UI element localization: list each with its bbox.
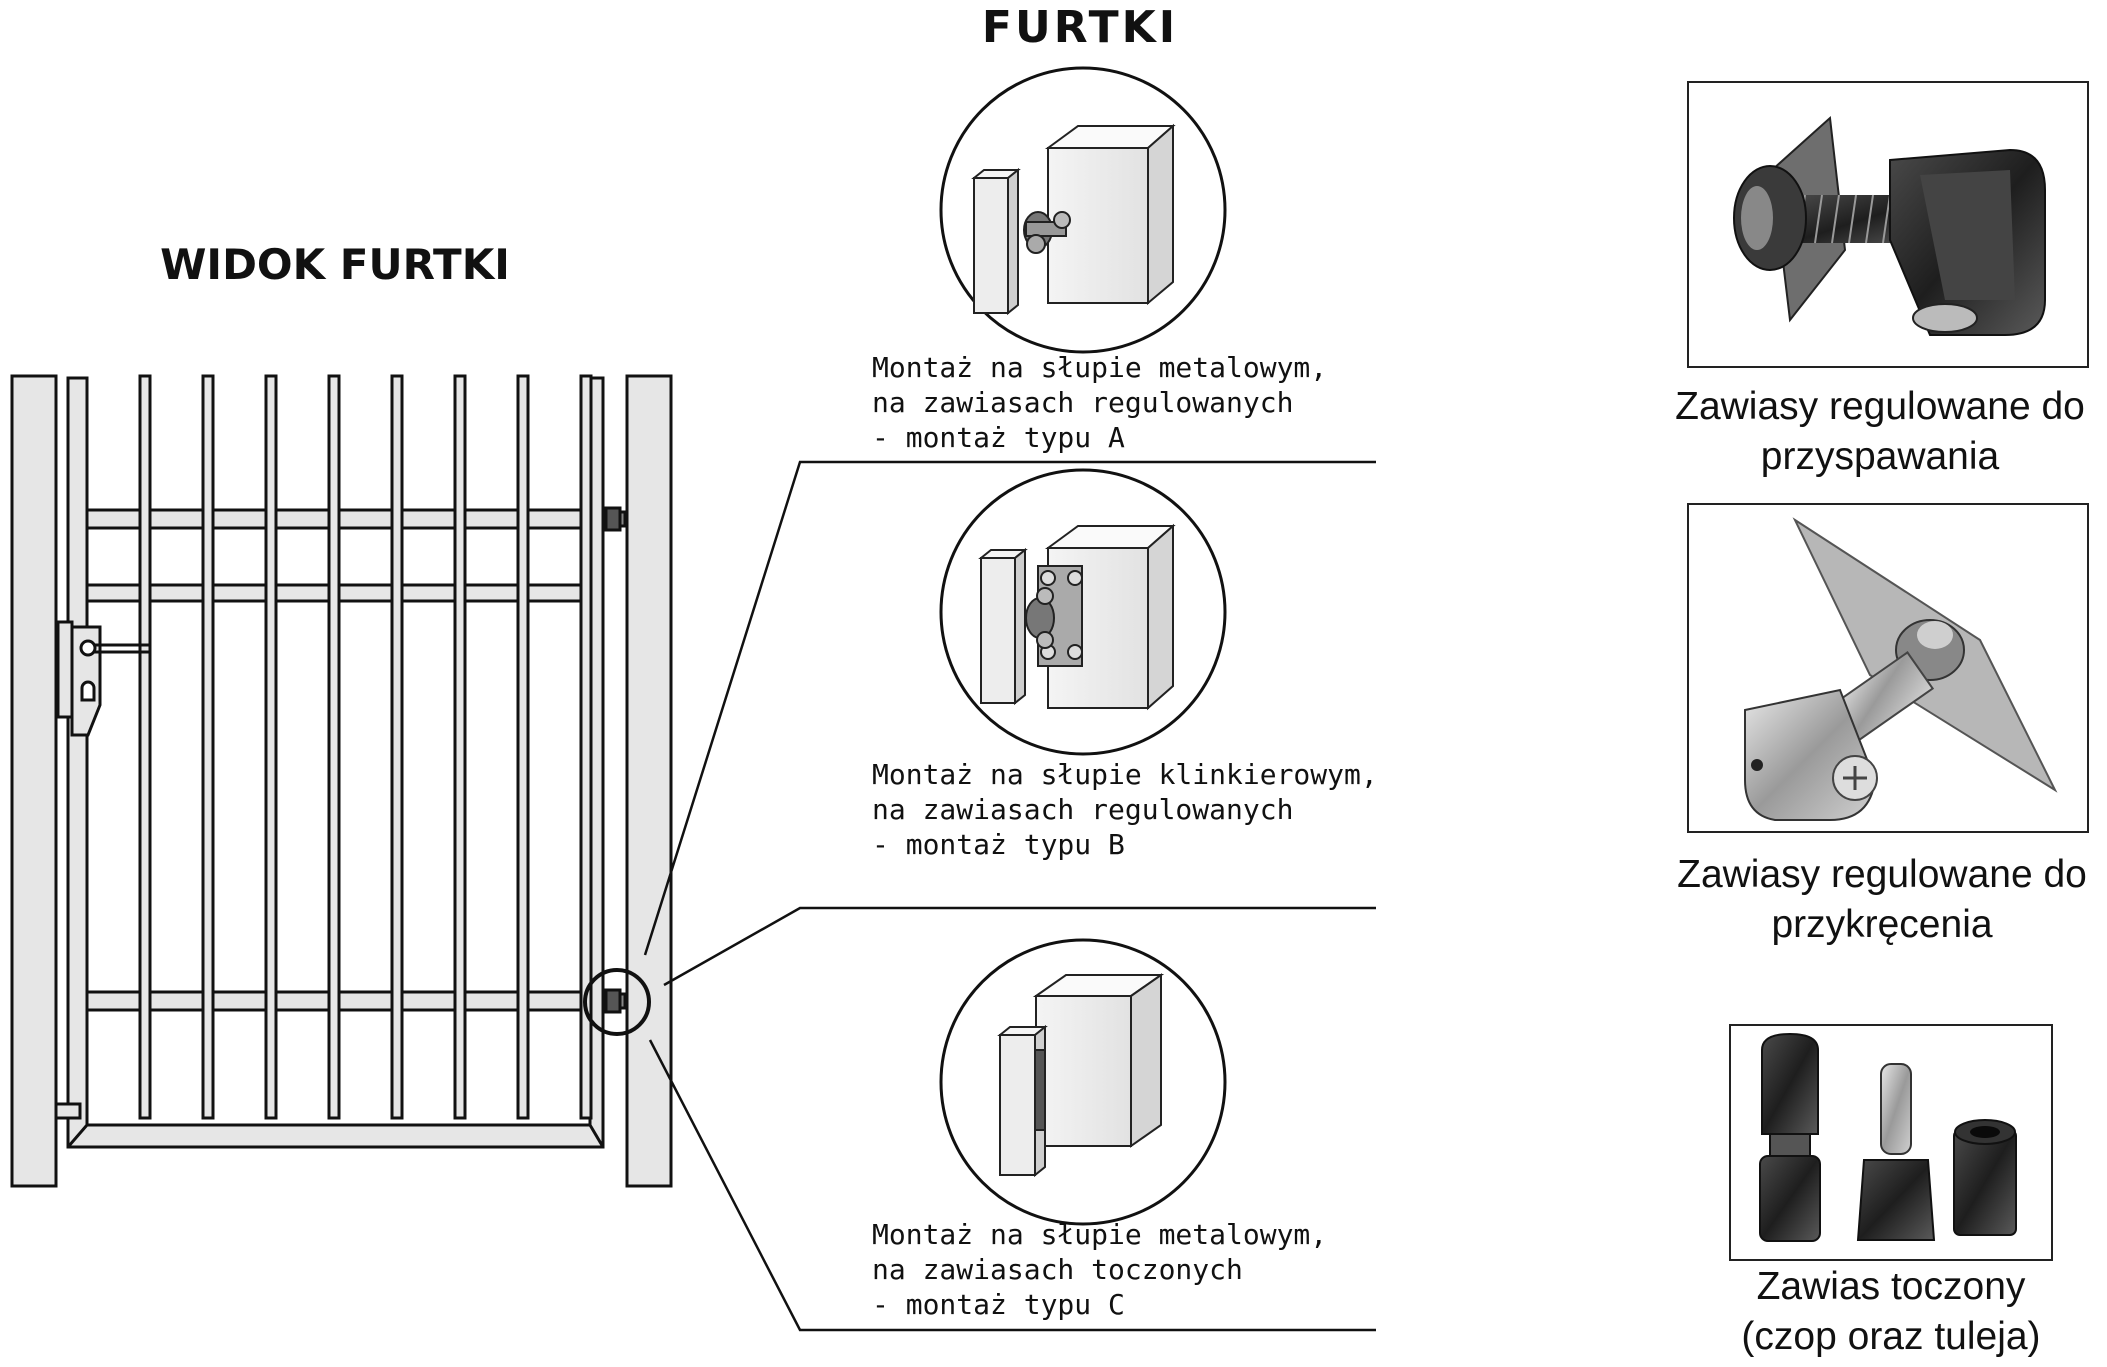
mount-b-line-2: na zawiasach regulowanych [872, 793, 1294, 826]
mount-c-line-1: Montaż na słupie metalowym, [872, 1218, 1328, 1251]
left-post [10, 374, 58, 1188]
mount-b-line-3: - montaż typu B [872, 828, 1125, 861]
mount-a-line-3: - montaż typu A [872, 421, 1125, 454]
turned-hinge-caption-line-1: Zawias toczony [1756, 1265, 2026, 1308]
weld-hinge-caption-line-1: Zawiasy regulowane do [1675, 385, 2085, 428]
mount-a-line-1: Montaż na słupie metalowym, [872, 351, 1328, 384]
mount-b-line-1: Montaż na słupie klinkierowym, [872, 758, 1378, 791]
mount-c-line-2: na zawiasach toczonych [872, 1253, 1243, 1286]
page-title: FURTKI [981, 2, 1179, 53]
gate-latch [54, 1102, 82, 1120]
lock-plate [56, 620, 150, 737]
bolt-hinge-caption-line-2: przykręcenia [1771, 903, 1993, 946]
mount-a-description: Montaż na słupie metalowym, na zawiasach… [872, 350, 1392, 455]
mount-c-line-3: - montaż typu C [872, 1288, 1125, 1321]
turned-hinge-photo [1729, 1024, 2053, 1261]
gate-view-title: WIDOK FURTKI [160, 240, 510, 289]
leader-lines [643, 460, 1376, 1332]
bolt-hinge-photo [1687, 503, 2089, 833]
hinge-top [601, 506, 627, 532]
gate-bars [138, 374, 593, 1120]
bolt-hinge-caption: Zawiasy regulowane do przykręcenia [1662, 850, 2102, 950]
mount-c-description: Montaż na słupie metalowym, na zawiasach… [872, 1217, 1392, 1322]
weld-hinge-caption: Zawiasy regulowane do przyspawania [1660, 382, 2100, 482]
turned-hinge-caption-line-2: (czop oraz tuleja) [1741, 1315, 2041, 1358]
weld-hinge-caption-line-2: przyspawania [1760, 435, 2000, 478]
gate-drawing [10, 374, 673, 1188]
right-post [625, 374, 673, 1188]
weld-hinge-photo [1687, 81, 2089, 368]
bolt-hinge-caption-line-1: Zawiasy regulowane do [1677, 853, 2087, 896]
mount-a-illustration [939, 66, 1227, 354]
mount-c-illustration [939, 938, 1227, 1226]
turned-hinge-caption: Zawias toczony (czop oraz tuleja) [1691, 1262, 2091, 1362]
mount-a-line-2: na zawiasach regulowanych [872, 386, 1294, 419]
hinge-bottom [601, 988, 627, 1014]
mount-b-description: Montaż na słupie klinkierowym, na zawias… [872, 757, 1392, 862]
hinge-detail-marker [583, 968, 651, 1036]
mount-b-illustration [939, 468, 1227, 756]
